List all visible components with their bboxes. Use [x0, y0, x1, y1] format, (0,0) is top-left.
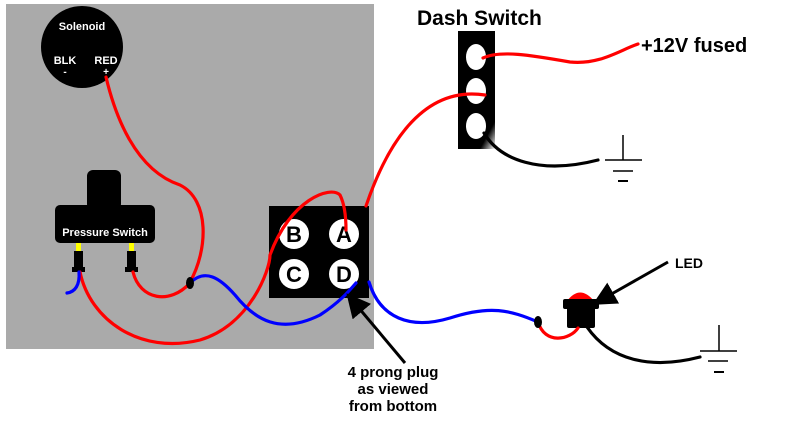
- terminal-left-base: [72, 267, 85, 272]
- wire-plug-a-to-dash-switch: [364, 92, 487, 208]
- pressure-switch-label: Pressure Switch: [62, 227, 148, 239]
- solenoid: Solenoid BLK - RED +: [41, 6, 123, 88]
- dash-switch-terminal-2: [466, 78, 486, 104]
- plug-annotation-line-3: from bottom: [349, 398, 437, 415]
- terminal-left: [74, 251, 83, 268]
- terminal-right: [127, 251, 136, 268]
- splice-led: [534, 316, 542, 328]
- pressure-switch-body: [55, 205, 155, 243]
- led-lens: [567, 292, 594, 301]
- led: LED: [563, 255, 703, 328]
- solenoid-neg-label: BLK: [54, 55, 77, 67]
- plug-pin-d: [329, 259, 359, 289]
- plug-annotation-line-1: 4 prong plug: [348, 364, 439, 381]
- wire-plug-to-led-splice: [367, 280, 540, 325]
- terminal-right-yellow: [129, 243, 134, 251]
- pressure-switch: Pressure Switch: [55, 170, 155, 272]
- plug-pin-b-label: B: [286, 222, 302, 247]
- dash-switch: Dash Switch +12V fused: [417, 7, 747, 149]
- wire-solenoid-to-splice: [104, 75, 205, 284]
- plug-pin-d-label: D: [336, 262, 352, 287]
- terminal-right-base: [125, 267, 138, 272]
- wire-dash-switch-to-12v: [481, 42, 640, 64]
- ground-symbol-dash: [605, 135, 642, 182]
- pressure-switch-stem: [87, 170, 121, 210]
- wire-dash-switch-to-ground: [482, 131, 600, 168]
- plug-pin-c-label: C: [286, 262, 302, 287]
- plug-pointer-arrow: [346, 293, 407, 364]
- ground-symbol-led: [700, 325, 737, 373]
- wire-switch-left-stub: [65, 270, 81, 295]
- solenoid-title: Solenoid: [59, 21, 105, 33]
- plug-pin-b: [279, 219, 309, 249]
- led-body: [567, 307, 595, 328]
- wire-switch-left-to-plug-b: [78, 190, 348, 346]
- led-label: LED: [675, 255, 703, 271]
- wire-led-to-ground: [585, 325, 702, 365]
- four-prong-plug: B A C D: [269, 206, 369, 298]
- plug-pin-a: [329, 219, 359, 249]
- supply-label: +12V fused: [641, 35, 747, 57]
- plug-pin-c: [279, 259, 309, 289]
- solenoid-body: [41, 6, 123, 88]
- solenoid-neg-sign: -: [63, 67, 66, 78]
- dash-switch-terminal-1: [466, 44, 486, 70]
- wire-switch-right-to-splice: [131, 270, 192, 299]
- dash-switch-terminal-3: [466, 113, 486, 139]
- solenoid-pos-label: RED: [94, 55, 117, 67]
- plug-pin-a-label: A: [336, 222, 352, 247]
- dash-switch-title: Dash Switch: [417, 7, 542, 30]
- splice-pressure-switch: [186, 277, 194, 289]
- terminal-left-yellow: [76, 243, 81, 251]
- plug-annotation-line-2: as viewed: [358, 381, 429, 398]
- led-pointer-arrow: [592, 260, 669, 305]
- led-bezel: [563, 299, 599, 309]
- solenoid-pos-sign: +: [103, 67, 109, 78]
- wire-splice-to-plug-d: [188, 274, 358, 326]
